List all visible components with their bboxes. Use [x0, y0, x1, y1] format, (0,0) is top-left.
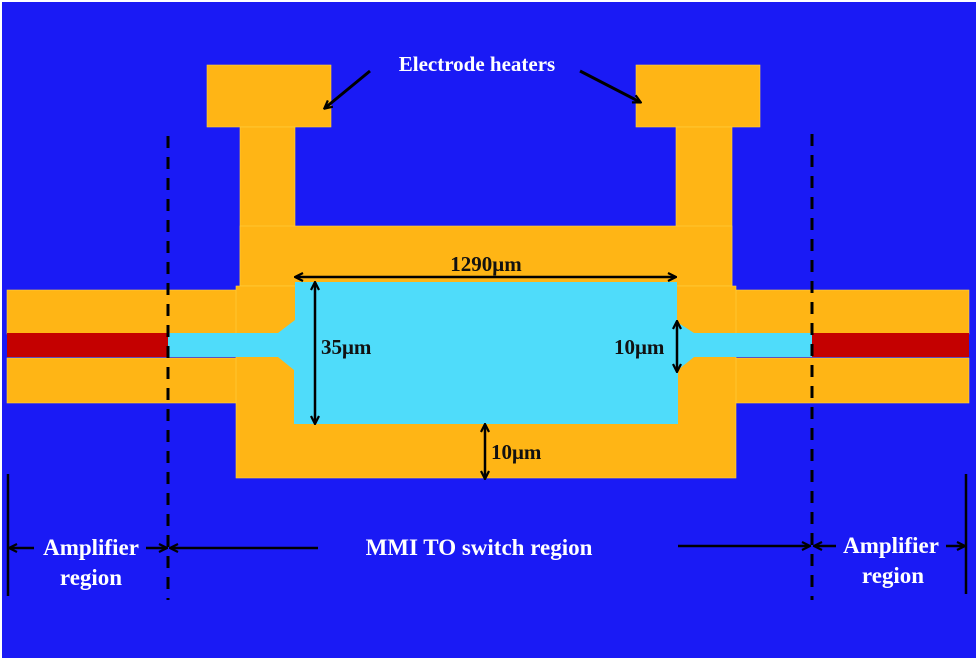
- right-amplifier-label-line1: Amplifier: [843, 533, 939, 558]
- left-amplifier-waveguide: [7, 333, 168, 357]
- electrode-gap-label: 10μm: [491, 440, 542, 464]
- right-heater-pointer-arrow: [579, 69, 640, 102]
- left-amplifier-label-line2: region: [60, 565, 122, 590]
- left-electrode-pad: [206, 64, 332, 128]
- mmi-length-label: 1290μm: [450, 252, 522, 276]
- mmi-waveguide: [168, 282, 812, 424]
- electrode-heaters-label: Electrode heaters: [399, 52, 555, 76]
- left-heater-pointer-arrow: [325, 69, 371, 108]
- right-amplifier-waveguide: [812, 333, 969, 357]
- mmi-region-label: MMI TO switch region: [366, 535, 593, 560]
- left-amplifier-label-line1: Amplifier: [43, 535, 139, 560]
- taper-width-label: 10μm: [614, 335, 665, 359]
- right-amplifier-label-line2: region: [862, 563, 924, 588]
- right-electrode-pad: [635, 64, 761, 128]
- mmi-width-label: 35μm: [321, 335, 372, 359]
